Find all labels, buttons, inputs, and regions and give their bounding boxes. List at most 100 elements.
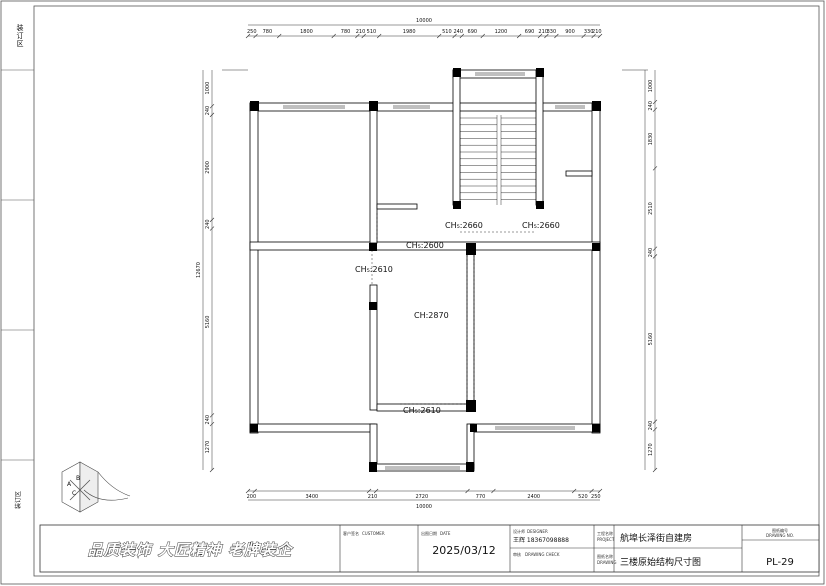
slogan: 品质装饰 大匠精神 老牌装企 xyxy=(88,541,293,559)
dimension-value: 2510 xyxy=(648,202,654,215)
drawing-label-en: DRAWING xyxy=(597,560,616,565)
dimension-tick xyxy=(209,467,215,473)
structural-column xyxy=(466,243,476,255)
dimension-value: 210 xyxy=(356,29,366,35)
date-label-en: DATE xyxy=(440,531,451,536)
client-label: 客户签名 xyxy=(343,530,359,536)
dimension-value: 330 xyxy=(584,29,594,35)
dimension-tick xyxy=(597,488,603,494)
dimension-value: 770 xyxy=(476,494,486,500)
title-block: 品质装饰 大匠精神 老牌装企 客户签名 CUSTOMER 出图日期 DATE 2… xyxy=(39,524,820,573)
designer-label: 设计师 xyxy=(513,528,525,534)
dimension-value: 510 xyxy=(367,29,377,35)
structural-column xyxy=(369,243,377,251)
date-label: 出图日期 xyxy=(421,530,437,536)
ceiling-height-label: CH₅:2600 xyxy=(406,241,444,250)
dimension-value: 240 xyxy=(205,415,211,425)
dimension-tick xyxy=(589,488,594,494)
dimension-tick xyxy=(571,488,577,494)
dimension-value: 780 xyxy=(263,29,273,35)
windows xyxy=(283,72,585,470)
dimension-value: 5160 xyxy=(648,333,654,346)
dimension-tick xyxy=(209,421,215,427)
structural-column xyxy=(536,201,544,209)
dimension-value: 1000 xyxy=(648,80,654,93)
dimension-tick xyxy=(366,488,372,494)
staircase xyxy=(460,115,536,205)
wall-stair-left xyxy=(452,69,461,206)
dimension-tick xyxy=(209,217,215,223)
dimension-ticks xyxy=(209,33,658,494)
structural-column xyxy=(369,462,377,472)
dimension-tick xyxy=(459,33,465,39)
structural-column xyxy=(592,424,600,432)
logo-letter-c: C xyxy=(72,490,76,497)
dimension-tick xyxy=(209,413,215,418)
number-label-en: DRAWING NO. xyxy=(766,533,794,538)
dimension-value: 900 xyxy=(565,29,575,35)
dimension-tick xyxy=(355,33,360,39)
dimension-tick xyxy=(516,33,522,39)
structural-column xyxy=(592,101,601,111)
wall-east xyxy=(591,102,601,434)
dimension-tick xyxy=(591,33,596,39)
dimension-tick xyxy=(554,33,559,39)
dim-left-total: 12670 xyxy=(196,262,202,278)
logo-letter-a: A xyxy=(67,481,72,488)
structural-column xyxy=(453,68,461,77)
dimension-tick xyxy=(465,488,470,494)
dimension-tick xyxy=(253,33,258,39)
dimension-value: 210 xyxy=(592,29,602,35)
dimension-tick xyxy=(331,33,336,39)
binding-label-bottom: 装订区 xyxy=(14,491,22,509)
structural-column xyxy=(592,243,600,251)
designer-label-en: DESIGNER xyxy=(527,529,548,534)
wall-south-right xyxy=(469,423,601,433)
dimension-value: 250 xyxy=(591,494,601,500)
dimension-value: 5160 xyxy=(205,316,211,329)
dimension-tick xyxy=(652,166,658,171)
dimension-tick xyxy=(452,33,457,39)
dimension-value: 1200 xyxy=(495,29,508,35)
dimension-value: 240 xyxy=(648,101,654,111)
structural-column xyxy=(466,400,476,412)
designer-name: 王辉 18367098888 xyxy=(513,536,569,544)
structural-column xyxy=(250,424,258,432)
dimension-tick xyxy=(652,107,658,112)
dimension-tick xyxy=(652,419,658,424)
openings xyxy=(371,213,536,405)
dimension-tick xyxy=(361,33,366,39)
project-name: 航埠长泽街自建房 xyxy=(620,532,692,544)
dimension-value: 200 xyxy=(247,494,257,500)
dimension-tick xyxy=(373,488,379,494)
dimension-tick xyxy=(491,488,496,494)
binding-label-char-1: 装 xyxy=(17,23,24,32)
check-label: 审核 xyxy=(513,551,521,557)
wall-south-left xyxy=(249,423,376,433)
wall-inner-1 xyxy=(369,102,378,244)
dimension-value: 1980 xyxy=(403,29,416,35)
dimension-tick xyxy=(209,112,215,118)
dimension-tick xyxy=(652,254,658,259)
drawing-date: 2025/03/12 xyxy=(432,544,495,557)
structural-column xyxy=(369,302,377,310)
structural-column xyxy=(453,201,461,209)
wall-north xyxy=(249,102,601,112)
dimension-value: 210 xyxy=(538,29,548,35)
binding-label-char-2: 订 xyxy=(17,31,24,40)
ceiling-height-label: CH₅:2610 xyxy=(403,406,441,415)
dimension-tick xyxy=(581,33,586,39)
dimension-value: 510 xyxy=(442,29,452,35)
drawing-number: PL-29 xyxy=(766,557,794,568)
dimension-value: 240 xyxy=(453,29,463,35)
dimension-tick xyxy=(480,33,485,39)
dim-top-total: 10000 xyxy=(416,18,432,24)
dimension-tick xyxy=(209,103,215,109)
binding-label: 装 订 区 xyxy=(17,23,24,48)
wall-west xyxy=(249,102,259,434)
drawing-label: 图纸名称 xyxy=(597,553,613,559)
partition-left xyxy=(376,203,418,210)
